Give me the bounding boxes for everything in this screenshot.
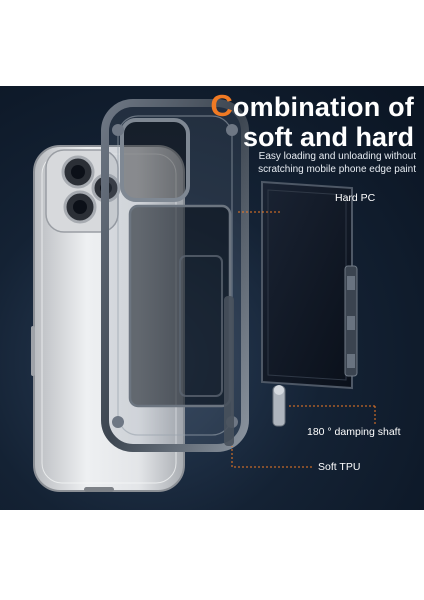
subtitle: Easy loading and unloading without scrat… (258, 151, 416, 175)
headline: Combination of soft and hard (210, 88, 414, 152)
hard-pc-label: Hard PC (335, 192, 376, 204)
headline-accent-letter: C (210, 88, 233, 123)
product-illustration (31, 99, 376, 492)
case-camera-cutout (120, 118, 190, 202)
callout-lines (231, 211, 376, 468)
headline-line1: ombination of (232, 92, 414, 122)
dark-banner: Combination of soft and hard Easy loadin… (0, 86, 424, 510)
usb-port (84, 487, 114, 492)
soft-tpu-label: Soft TPU (318, 461, 361, 473)
damping-shaft-label: 180 ° damping shaft (307, 426, 401, 438)
headline-line2: soft and hard (242, 122, 414, 152)
damping-shaft (272, 385, 286, 427)
hard-pc-plate (261, 180, 358, 390)
clear-case (101, 99, 249, 452)
side-button (31, 326, 35, 376)
